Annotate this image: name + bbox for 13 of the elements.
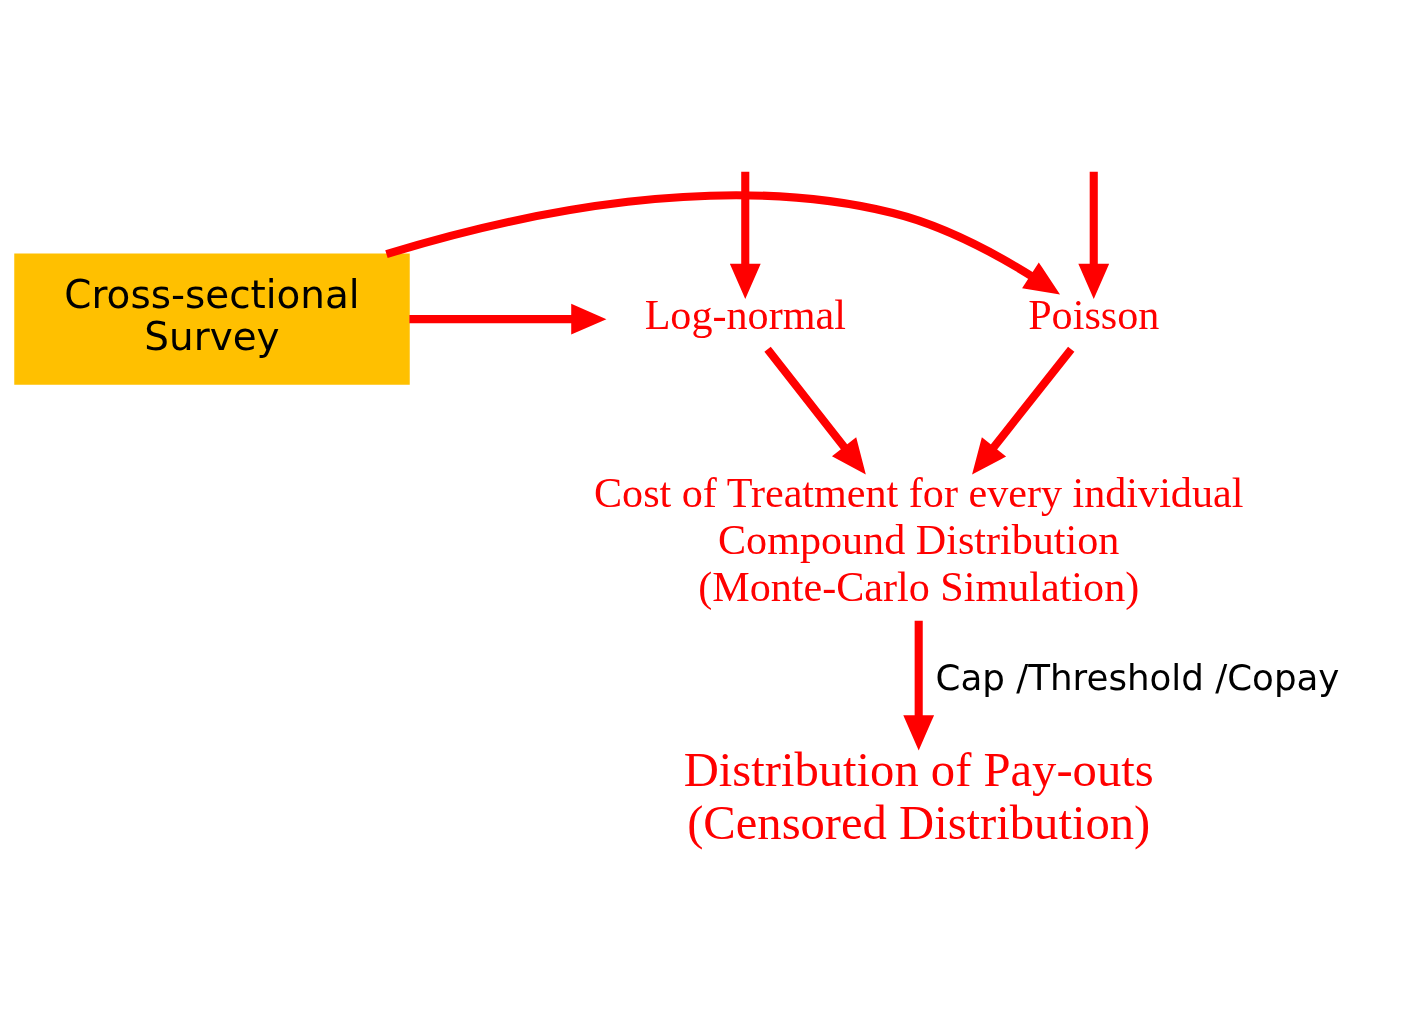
node-text: Distribution of Pay-outs (Censored Distribution) [683,742,1154,850]
arrow [764,346,866,475]
edge-label: Cap /Threshold /Copay [935,656,1340,698]
arrow [385,190,1061,294]
arrow [903,620,935,750]
node-text: Poisson [1028,290,1160,338]
arrow [972,346,1075,475]
arrow [1078,171,1110,299]
node-box: Cross-sectional Survey [14,253,410,385]
arrow [409,303,607,335]
arrow [729,171,761,299]
node-text: Log-normal [644,290,846,338]
node-text: Cost of Treatment for every individual Compound Distribution (Monte-Carlo Simulation) [594,468,1244,610]
